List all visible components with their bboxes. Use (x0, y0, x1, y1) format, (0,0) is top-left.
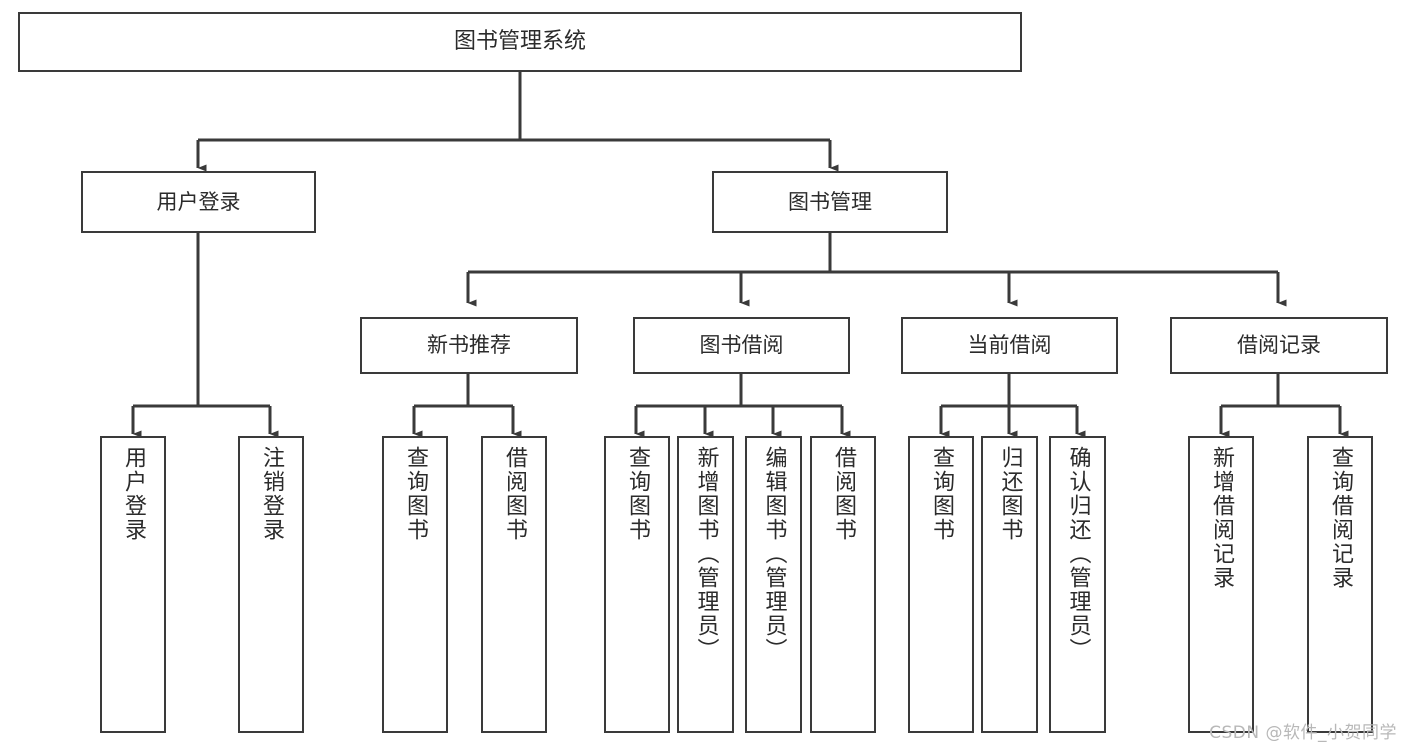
node-user-login[interactable]: 用户登录 (81, 171, 316, 233)
node-leaf-borrow-book-2[interactable]: 借阅图书 (810, 436, 876, 733)
node-leaf-query-book-1[interactable]: 查询图书 (382, 436, 448, 733)
node-leaf-logout-login-label: 注销登录 (259, 446, 284, 542)
node-book-management[interactable]: 图书管理 (712, 171, 948, 233)
node-leaf-query-book-3[interactable]: 查询图书 (908, 436, 974, 733)
node-leaf-query-book-1-label: 查询图书 (403, 446, 428, 542)
node-book-management-label: 图书管理 (788, 189, 872, 214)
node-root[interactable]: 图书管理系统 (18, 12, 1022, 72)
node-user-login-label: 用户登录 (156, 189, 241, 214)
node-new-book-recommend-label: 新书推荐 (427, 333, 511, 358)
node-leaf-logout-login[interactable]: 注销登录 (238, 436, 304, 733)
node-borrow-record[interactable]: 借阅记录 (1170, 317, 1388, 374)
watermark-text: CSDN @软件_小贺同学 (1209, 723, 1397, 743)
node-leaf-user-login[interactable]: 用户登录 (100, 436, 166, 733)
node-leaf-confirm-return[interactable]: 确认归还（管理员） (1049, 436, 1106, 733)
node-leaf-edit-book[interactable]: 编辑图书（管理员） (745, 436, 802, 733)
node-leaf-query-book-2-label: 查询图书 (625, 446, 650, 542)
node-leaf-borrow-book-1[interactable]: 借阅图书 (481, 436, 547, 733)
node-leaf-confirm-return-label: 确认归还（管理员） (1065, 446, 1091, 662)
node-book-borrow-label: 图书借阅 (699, 333, 784, 358)
node-leaf-query-record-label: 查询借阅记录 (1328, 446, 1353, 590)
node-leaf-add-book-label: 新增图书（管理员） (693, 446, 719, 662)
node-leaf-add-book[interactable]: 新增图书（管理员） (677, 436, 734, 733)
node-root-label: 图书管理系统 (453, 29, 586, 55)
node-borrow-record-label: 借阅记录 (1237, 333, 1321, 358)
node-leaf-query-book-3-label: 查询图书 (929, 446, 954, 542)
node-leaf-edit-book-label: 编辑图书（管理员） (761, 446, 787, 662)
node-leaf-borrow-book-2-label: 借阅图书 (831, 446, 856, 542)
node-leaf-user-login-label: 用户登录 (121, 446, 146, 542)
node-new-book-recommend[interactable]: 新书推荐 (360, 317, 578, 374)
node-leaf-query-record[interactable]: 查询借阅记录 (1307, 436, 1373, 733)
node-leaf-return-book[interactable]: 归还图书 (981, 436, 1038, 733)
node-book-borrow[interactable]: 图书借阅 (633, 317, 850, 374)
node-leaf-add-record-label: 新增借阅记录 (1209, 446, 1234, 590)
node-leaf-query-book-2[interactable]: 查询图书 (604, 436, 670, 733)
node-leaf-borrow-book-1-label: 借阅图书 (502, 446, 527, 542)
node-leaf-add-record[interactable]: 新增借阅记录 (1188, 436, 1254, 733)
node-leaf-return-book-label: 归还图书 (997, 446, 1023, 542)
node-current-borrow-label: 当前借阅 (967, 333, 1052, 358)
node-current-borrow[interactable]: 当前借阅 (901, 317, 1118, 374)
